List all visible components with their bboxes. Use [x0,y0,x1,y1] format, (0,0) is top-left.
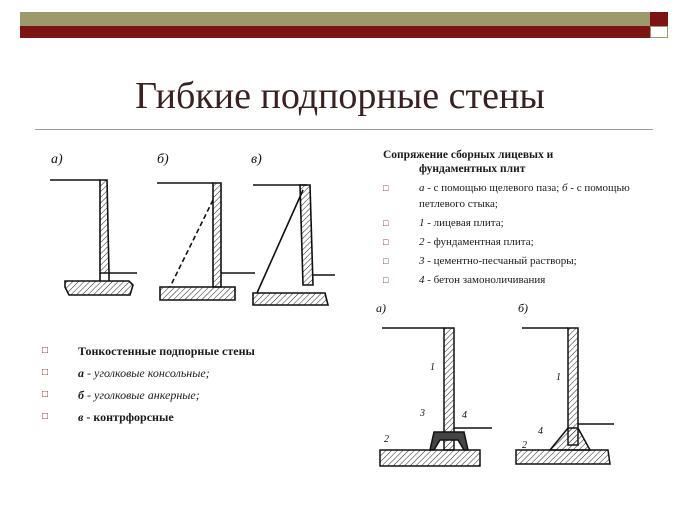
item-key: 2 [419,236,425,248]
item-text: - с помощью щелевого паза; [424,182,563,194]
item-key-2: б [562,182,568,194]
item-text: - уголковые анкерные; [84,388,200,402]
figure-label-b: б) [157,152,169,167]
item-text: - контрфорсные [83,410,174,424]
bullet-icon: □ [42,367,49,378]
bullet-icon: □ [42,345,49,356]
item-text: - уголковые консольные; [84,366,210,380]
joint-detail-b [515,327,614,465]
wall-scheme-b [157,182,255,301]
joint-legend-list: □ а - с помощью щелевого паза; б - с пом… [383,180,643,291]
callout-4-b: 4 [538,426,543,437]
callout-2-a: 2 [384,434,389,445]
list-item: □ 4 - бетон замоноличивания [383,272,643,288]
item-key: 4 [419,274,425,286]
figure-label-v: в) [251,152,262,167]
item-text-2: - с помощью петлевого стыка; [419,182,630,210]
callout-2-b: 2 [522,440,527,451]
item-key: а [419,182,425,194]
item-key: б [78,388,84,402]
joint-heading-line2: фундаментных плит [419,163,526,175]
slide-title: Гибкие подпорные стены [135,75,545,117]
header-corner-square-outline [650,26,668,38]
header-bar-olive [20,12,650,26]
bullet-icon: □ [383,218,389,228]
list-item: □ Тонкостенные подпорные стены [42,340,342,362]
bullet-icon: □ [42,411,49,422]
callout-1-a: 1 [430,362,435,373]
list-item: □ а - уголковые консольные; [42,362,342,384]
item-key: 1 [419,217,425,229]
bullet-icon: □ [383,183,389,193]
item-key: 3 [419,255,425,267]
callout-4-a: 4 [462,410,467,421]
joint-label-a: а) [376,301,386,315]
list-item: □ 3 - цементно-песчаный растворы; [383,253,643,269]
list-item: □ б - уголковые анкерные; [42,384,342,406]
joint-heading: Сопряжение сборных лицевых и фундаментны… [383,148,623,176]
joint-detail-a [379,327,492,467]
callout-1-b: 1 [556,372,561,383]
list-heading: Тонкостенные подпорные стены [78,344,255,358]
bullet-icon: □ [42,389,49,400]
wall-types-figure: а) б) в) [50,152,335,306]
list-item: □ в - контрфорсные [42,406,342,428]
wall-scheme-v [252,184,335,306]
bullet-icon: □ [383,256,389,266]
item-text: - бетон замоноличивания [424,274,546,286]
bullet-icon: □ [383,275,389,285]
item-key: а [78,366,84,380]
item-key: в [78,410,84,424]
joint-details-figure: а) б) 1 2 3 4 1 4 2 [376,301,614,467]
wall-types-list: □ Тонкостенные подпорные стены □ а - уго… [42,340,342,428]
joint-label-b: б) [518,301,528,315]
wall-scheme-a [50,179,137,296]
header-corner-square [650,12,668,26]
bullet-icon: □ [383,237,389,247]
callout-3-a: 3 [419,408,425,419]
joint-heading-line1: Сопряжение сборных лицевых и [383,149,554,161]
header-bar-red [20,26,650,38]
item-text: - лицевая плита; [424,217,504,229]
list-item: □ 1 - лицевая плита; [383,215,643,231]
figure-label-a: а) [51,152,63,167]
list-item: □ 2 - фундаментная плита; [383,234,643,250]
item-text: - фундаментная плита; [424,236,534,248]
list-item: □ а - с помощью щелевого паза; б - с пом… [383,180,643,212]
title-divider [35,129,653,130]
item-text: - цементно-песчаный растворы; [424,255,577,267]
